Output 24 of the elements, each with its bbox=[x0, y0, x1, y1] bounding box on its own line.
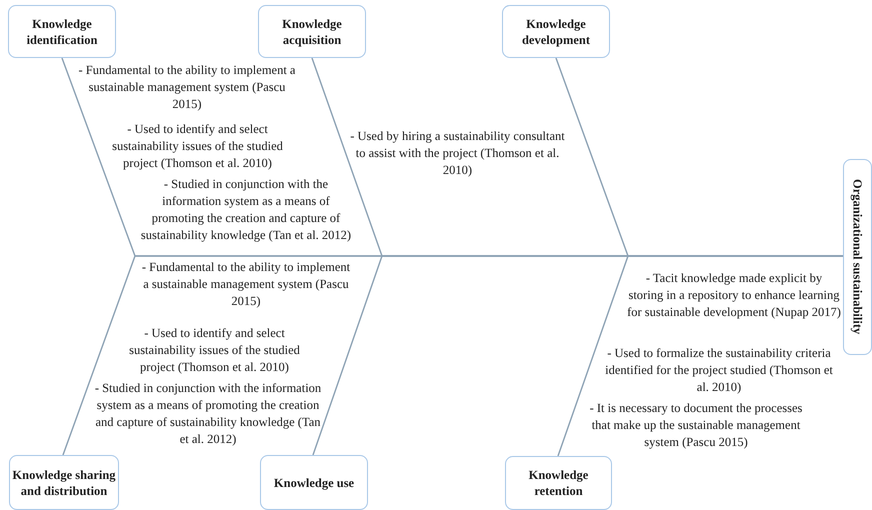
category-box bbox=[9, 455, 119, 510]
note-text: - Used to identify and select sustainability issues of the studied project (Thomson et al. 2010) bbox=[111, 121, 284, 172]
category-label: Knowledge development bbox=[520, 16, 592, 48]
category-box bbox=[8, 5, 116, 58]
category-label: Knowledge sharing and distribution bbox=[11, 466, 117, 498]
category-box bbox=[843, 159, 872, 355]
category-label: Knowledge retention bbox=[528, 467, 590, 499]
note-text: - Fundamental to the ability to implement a sustainable management system (Pascu 2015) bbox=[140, 259, 352, 310]
category-box bbox=[258, 5, 366, 58]
category-label: Knowledge acquisition bbox=[281, 16, 343, 48]
note-text: - Studied in conjunction with the information system as a means of promoting the creation and capture of sustainability knowledge (Tan et al. 2012) bbox=[94, 380, 322, 448]
category-label: Organizational sustainability bbox=[850, 179, 866, 335]
note-text: - Fundamental to the ability to implement a sustainable management system (Pascu 2015) bbox=[78, 62, 296, 113]
category-box bbox=[260, 455, 368, 510]
category-box bbox=[505, 456, 612, 510]
note-text: - Used to identify and select sustainability issues of the studied project (Thomson et al. 2010) bbox=[128, 325, 301, 376]
note-text: - Tacit knowledge made explicit by storing in a repository to enhance learning for sustainable development (Nupap 2017) bbox=[627, 270, 841, 321]
note-text: - It is necessary to document the processes that make up the sustainable management system (Pascu 2015) bbox=[588, 400, 804, 451]
category-box bbox=[502, 5, 610, 58]
note-text: - Studied in conjunction with the information system as a means of promoting the creation and capture of sustainability knowledge (Tan et al. 2012) bbox=[140, 176, 352, 244]
note-text: - Used by hiring a sustainability consultant to assist with the project (Thomson et al. 2010) bbox=[350, 128, 565, 179]
note-text: - Used to formalize the sustainability criteria identified for the project studied (Thomson et al. 2010) bbox=[604, 345, 834, 396]
category-label: Knowledge use bbox=[274, 474, 354, 490]
category-label: Knowledge identification bbox=[26, 16, 98, 48]
